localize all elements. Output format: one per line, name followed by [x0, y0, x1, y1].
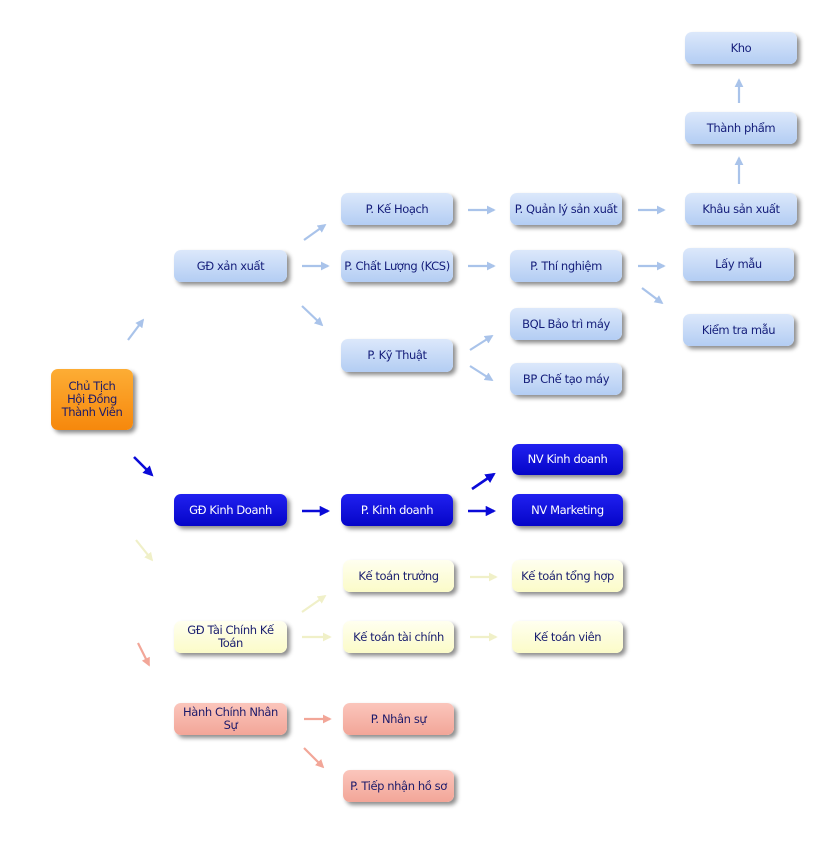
arrow-thinghiem-to-kiemtra: [641, 287, 664, 305]
node-nv-marketing: NV Marketing: [512, 494, 623, 526]
arrow-gdtc-to-kttruong: [301, 594, 327, 613]
node-p-nhan-su: P. Nhân sự: [343, 703, 454, 735]
node-bp-che-tao-may: BP Chế tạo máy: [510, 363, 622, 395]
arrow-gdsx-to-kehoach: [303, 223, 327, 241]
arrow-pkd-to-nvkd: [471, 472, 496, 491]
node-bql-bao-tri-may: BQL Bảo trì máy: [510, 308, 622, 340]
node-nv-kinh-doanh: NV Kinh doanh: [512, 444, 623, 475]
arrow-hcns-to-tiepnhan: [303, 747, 325, 769]
node-gd-san-xuat: GĐ xản xuất: [174, 250, 287, 282]
node-khau-san-xuat: Khâu sản xuất: [685, 193, 797, 225]
arrow-root-to-hcns: [137, 642, 150, 667]
node-p-chat-luong: P. Chất Lượng (KCS): [341, 250, 453, 282]
node-gd-tai-chinh-ke-toan: GĐ Tài Chính Kế Toán: [174, 621, 287, 653]
node-p-quan-ly-san-xuat: P. Quản lý sản xuất: [510, 193, 622, 225]
node-kho: Kho: [685, 32, 797, 64]
arrow-kythuat-to-baotri: [469, 335, 494, 351]
node-kiem-tra-mau: Kiểm tra mẫu: [683, 314, 794, 346]
node-p-kinh-doanh: P. Kinh doanh: [341, 494, 453, 526]
node-p-ke-hoach: P. Kế Hoạch: [341, 193, 453, 225]
arrow-root-to-gd-tc: [135, 539, 154, 562]
arrow-root-to-gd-kd: [133, 456, 154, 477]
node-hanh-chinh-nhan-su: Hành Chính Nhân Sự: [174, 703, 287, 735]
node-ke-toan-vien: Kế toán viên: [512, 621, 623, 653]
arrow-root-to-gd-sx: [127, 318, 145, 341]
node-ke-toan-tong-hop: Kế toán tổng hợp: [512, 560, 623, 592]
node-p-ky-thuat: P. Kỹ Thuật: [341, 339, 453, 372]
node-lay-mau: Lấy mẫu: [683, 248, 794, 281]
root-node-chairman: Chủ Tịch Hội Đồng Thành Viên: [51, 369, 133, 430]
node-p-tiep-nhan-ho-so: P. Tiếp nhận hồ sơ: [343, 770, 454, 802]
node-thanh-pham: Thành phẩm: [685, 112, 797, 144]
node-p-thi-nghiem: P. Thí nghiệm: [510, 250, 622, 282]
arrow-kythuat-to-chetao: [469, 365, 494, 381]
node-ke-toan-truong: Kế toán trưởng: [343, 560, 454, 592]
node-gd-kinh-doanh: GĐ Kinh Doanh: [174, 494, 287, 526]
node-ke-toan-tai-chinh: Kế toán tài chính: [343, 621, 454, 653]
arrow-gdsx-to-kythuat: [301, 305, 324, 327]
